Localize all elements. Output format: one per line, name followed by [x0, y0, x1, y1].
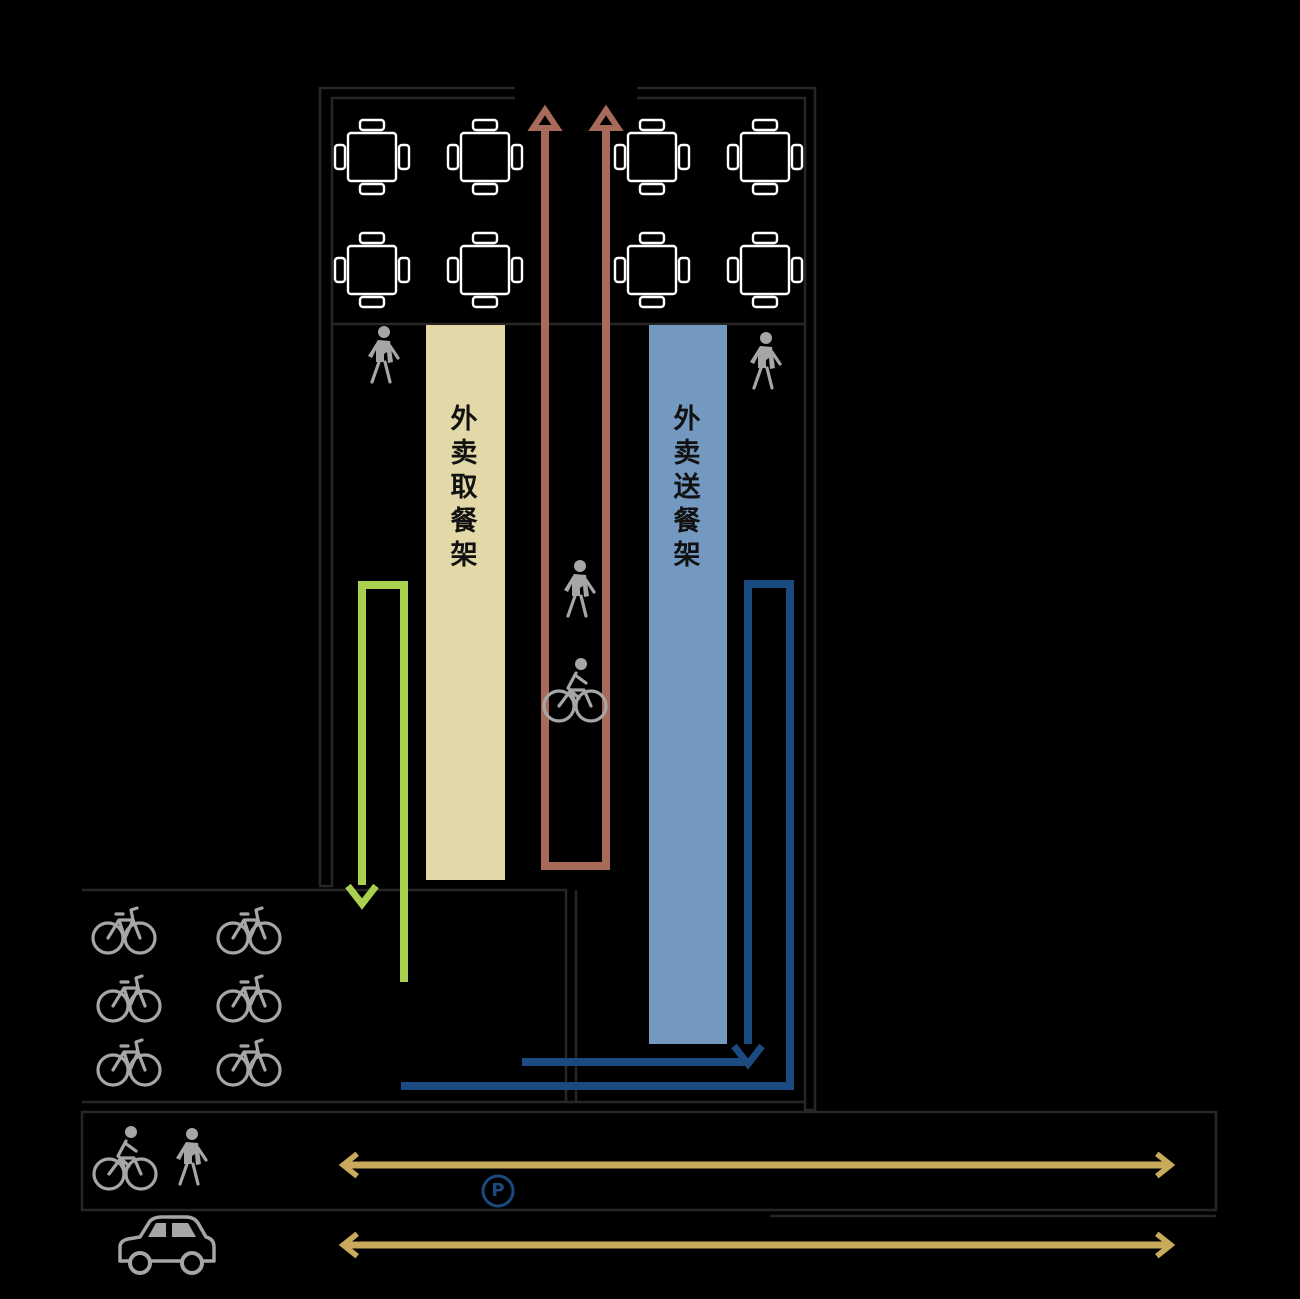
dining-table-icon	[446, 118, 524, 196]
bicycle-icon	[96, 1038, 162, 1087]
bicycle-icon	[96, 974, 162, 1023]
dining-table-icon	[333, 231, 411, 309]
dining-table-icon	[333, 118, 411, 196]
cyclist-icon	[542, 656, 608, 723]
dining-table-icon	[613, 231, 691, 309]
delivery-shelf	[649, 325, 727, 1044]
dining-table-icon	[726, 118, 804, 196]
delivery-exit-route	[401, 580, 794, 1090]
dining-area	[333, 118, 804, 309]
sidewalk-outline	[80, 1110, 1218, 1212]
dining-table-icon	[446, 231, 524, 309]
dining-table-icon	[726, 231, 804, 309]
pedestrian-icon	[174, 1126, 208, 1186]
car-icon	[118, 1215, 216, 1275]
parking-letter: P	[491, 1180, 505, 1201]
left-wall	[318, 86, 515, 888]
bicycle-icon	[91, 906, 157, 955]
pedestrian-icon	[748, 330, 782, 390]
bicycle-icon	[216, 1038, 282, 1087]
bicycle-icon	[216, 906, 282, 955]
bicycle-parking	[91, 906, 282, 1087]
pickup-shelf-label: 外卖取餐架	[450, 404, 478, 571]
cyclist-icon	[92, 1124, 158, 1191]
delivery-shelf-label: 外卖送餐架	[673, 404, 701, 571]
pedestrian-icon	[562, 558, 596, 618]
right-wall	[637, 86, 817, 1112]
rider-route	[527, 104, 624, 870]
pickup-exit-route	[345, 581, 408, 982]
pickup-shelf	[426, 325, 505, 880]
bicycle-icon	[216, 974, 282, 1023]
parking-icon	[481, 1174, 515, 1208]
pedestrian-icon	[366, 324, 400, 384]
dining-table-icon	[613, 118, 691, 196]
